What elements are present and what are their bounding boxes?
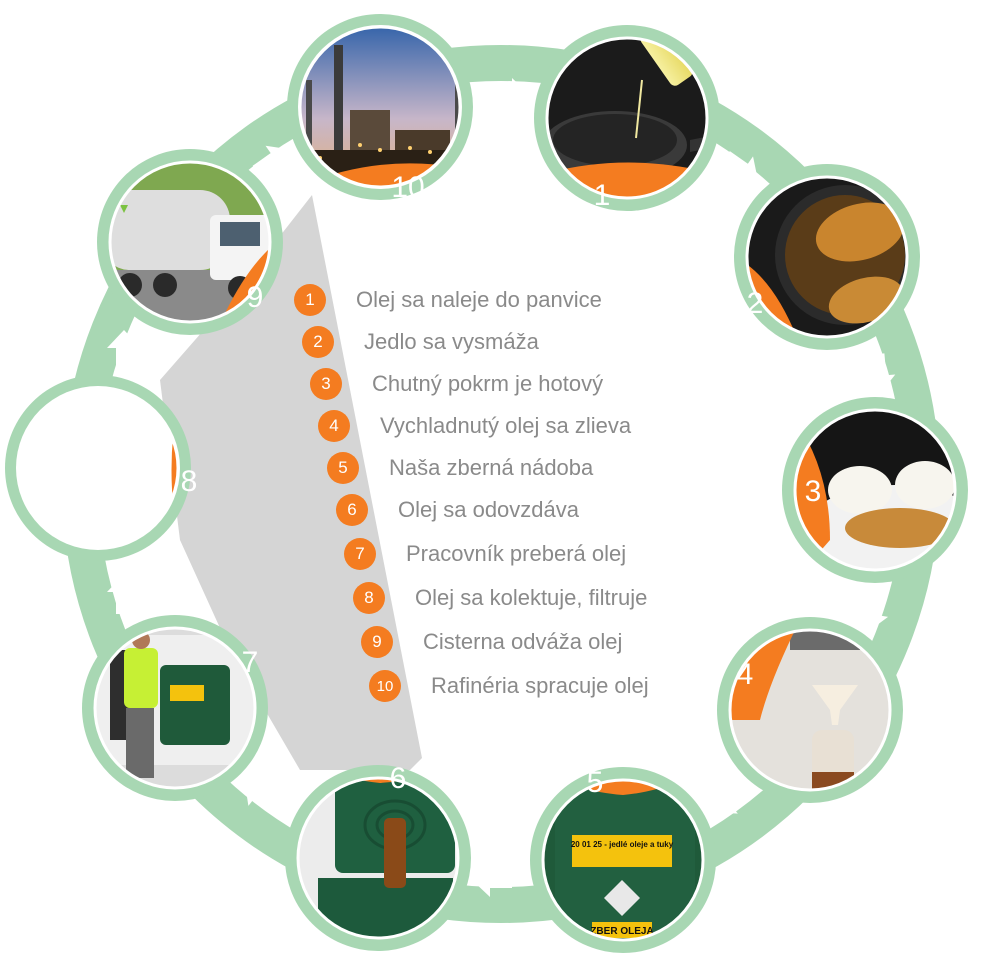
- arrow-icon: [472, 863, 512, 897]
- circle-number-label: 8: [181, 465, 198, 498]
- pan-oil-icon: 1: [534, 25, 720, 212]
- empty-circle-icon: 8: [5, 375, 198, 561]
- bin-label-text: 20 01 25 - jedlé oleje a tuky: [571, 840, 674, 849]
- funnel-bottle-icon: 4: [717, 617, 903, 803]
- tanker-truck-icon: 9: [97, 149, 283, 335]
- arrow-icon: [490, 78, 530, 112]
- arrow-icon: [244, 779, 282, 813]
- frying-food-icon: 2: [734, 164, 920, 350]
- arrow-icon: [861, 353, 896, 394]
- refinery-icon: 10: [287, 14, 473, 204]
- circle-number-label: 7: [242, 646, 259, 679]
- collection-bin-icon: 20 01 25 - jedlé oleje a tuky ZBER OLEJA…: [530, 766, 716, 953]
- worker-van-icon: 7: [82, 615, 268, 801]
- circle-number-label: 10: [391, 171, 424, 204]
- circle-number-label: 4: [737, 658, 754, 691]
- interior-shadow: [160, 195, 422, 770]
- plate-meal-icon: 3: [782, 397, 968, 583]
- circle-number-label: 9: [247, 281, 264, 314]
- arrow-icon: [107, 330, 141, 370]
- arrow-icon: [854, 590, 889, 632]
- circle-number-label: 2: [747, 287, 764, 320]
- arrow-icon: [713, 780, 749, 814]
- cycle-arrows: [107, 78, 896, 897]
- circle-number-label: 6: [390, 762, 407, 795]
- circle-number-label: 1: [594, 179, 611, 212]
- bin-sign-text: ZBER OLEJA: [590, 926, 653, 937]
- arrow-icon: [252, 145, 291, 179]
- arrow-icon: [720, 151, 759, 185]
- circle-number-label: 3: [805, 475, 822, 508]
- circle-number-label: 5: [587, 766, 604, 799]
- open-bin-icon: 6: [285, 762, 471, 951]
- arrow-icon: [107, 574, 141, 614]
